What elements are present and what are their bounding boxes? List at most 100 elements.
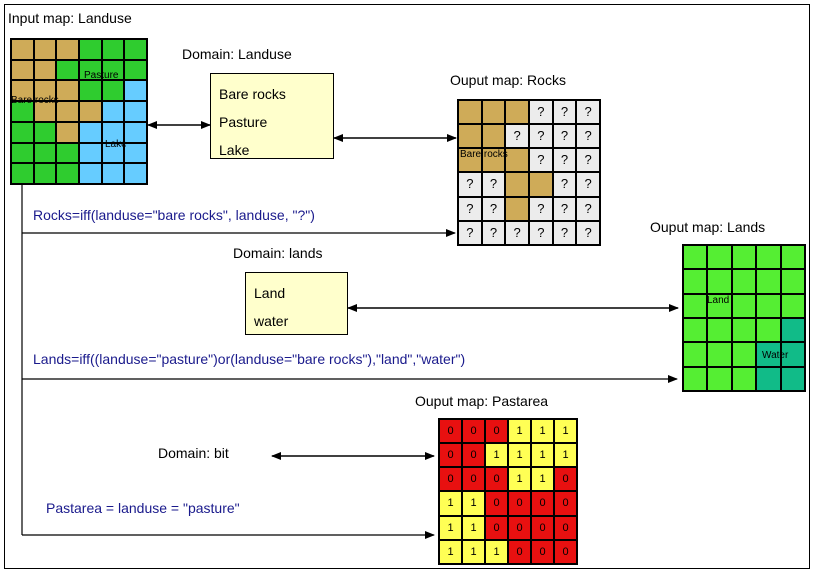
map-cell	[56, 101, 79, 122]
map-cell: 0	[462, 443, 485, 468]
map-cell	[481, 124, 506, 149]
map-cell: 0	[531, 515, 554, 540]
map-cell: 1	[462, 491, 485, 516]
map-cell: 0	[508, 539, 531, 564]
formula-lands: Lands=iff((landuse="pasture")or(landuse=…	[33, 351, 466, 367]
map-cell: ?	[528, 148, 553, 173]
map-cell: ?	[458, 196, 482, 221]
map-cell: 0	[508, 515, 531, 540]
map-cell: 0	[531, 539, 554, 564]
map-cell: ?	[481, 196, 506, 221]
map-cell: ?	[552, 148, 577, 173]
domain-landuse-item: Pasture	[219, 114, 268, 130]
map-cell	[756, 269, 781, 294]
map-cell: 1	[462, 515, 485, 540]
map-cell	[731, 342, 757, 367]
map-cell	[505, 100, 529, 125]
map-cell: 0	[439, 467, 462, 492]
output-rocks-label-bare-rocks: Bare rocks	[460, 149, 508, 160]
map-cell	[124, 163, 147, 184]
map-cell	[780, 342, 805, 367]
input-map-grid	[10, 38, 148, 185]
map-cell: 1	[485, 539, 508, 564]
map-cell: 1	[554, 419, 577, 444]
map-cell	[11, 101, 34, 122]
map-cell	[780, 366, 805, 391]
domain-lands-title: Domain: lands	[233, 245, 323, 261]
map-cell: 1	[439, 539, 462, 564]
map-cell	[756, 366, 781, 391]
map-cell	[11, 59, 34, 81]
map-cell: ?	[552, 220, 577, 245]
map-cell	[56, 142, 79, 164]
output-rocks-grid: ?????????????????????????	[457, 99, 601, 246]
map-cell: ?	[481, 220, 506, 245]
map-cell	[124, 121, 147, 143]
map-cell: ?	[576, 172, 600, 197]
output-lands-title: Ouput map: Lands	[650, 219, 766, 235]
map-cell	[11, 39, 34, 60]
map-cell: 1	[531, 443, 554, 468]
output-lands-label-water: Water	[762, 350, 789, 361]
map-cell	[78, 101, 102, 122]
map-cell	[11, 80, 34, 102]
diagram-frame	[4, 4, 810, 569]
map-cell	[481, 100, 506, 125]
map-cell	[124, 80, 147, 102]
domain-landuse-item: Lake	[219, 142, 250, 158]
map-cell	[707, 342, 732, 367]
map-cell	[56, 39, 79, 60]
map-cell: 1	[439, 491, 462, 516]
output-pastarea-title: Ouput map: Pastarea	[415, 393, 549, 409]
map-cell: ?	[576, 196, 600, 221]
map-cell	[756, 245, 781, 270]
map-cell	[780, 269, 805, 294]
map-cell	[683, 342, 708, 367]
map-cell	[481, 148, 506, 173]
map-cell	[756, 342, 781, 367]
input-map-label-bare-rocks: Bare rocks	[11, 95, 59, 106]
map-cell	[101, 59, 125, 81]
input-map-label-pasture: Pasture	[84, 70, 119, 81]
map-cell	[458, 124, 482, 149]
map-cell	[731, 366, 757, 391]
map-cell: ?	[528, 196, 553, 221]
output-rocks-title: Ouput map: Rocks	[450, 72, 566, 88]
map-cell: 0	[485, 419, 508, 444]
map-cell: ?	[481, 172, 506, 197]
map-cell: 1	[508, 419, 531, 444]
map-cell: ?	[576, 220, 600, 245]
map-cell	[11, 163, 34, 184]
map-cell	[731, 269, 757, 294]
map-cell	[707, 366, 732, 391]
map-cell: 0	[439, 419, 462, 444]
map-cell	[78, 39, 102, 60]
map-cell	[683, 245, 708, 270]
map-cell	[780, 293, 805, 318]
map-cell	[683, 293, 708, 318]
domain-lands-item: water	[254, 313, 289, 329]
map-cell	[124, 59, 147, 81]
map-cell: 0	[508, 491, 531, 516]
map-cell	[707, 318, 732, 343]
map-cell	[731, 245, 757, 270]
map-cell: 1	[485, 443, 508, 468]
map-cell: ?	[552, 172, 577, 197]
map-cell	[33, 121, 57, 143]
map-cell: 0	[554, 539, 577, 564]
map-cell: ?	[576, 124, 600, 149]
map-cell	[731, 293, 757, 318]
map-cell: 0	[554, 491, 577, 516]
map-cell	[731, 318, 757, 343]
map-cell	[756, 293, 781, 318]
map-cell: ?	[552, 124, 577, 149]
map-cell: 1	[531, 467, 554, 492]
map-cell	[101, 101, 125, 122]
map-cell	[33, 39, 57, 60]
map-cell: 0	[554, 515, 577, 540]
map-cell	[458, 148, 482, 173]
map-cell	[124, 101, 147, 122]
output-lands-grid	[682, 244, 806, 392]
